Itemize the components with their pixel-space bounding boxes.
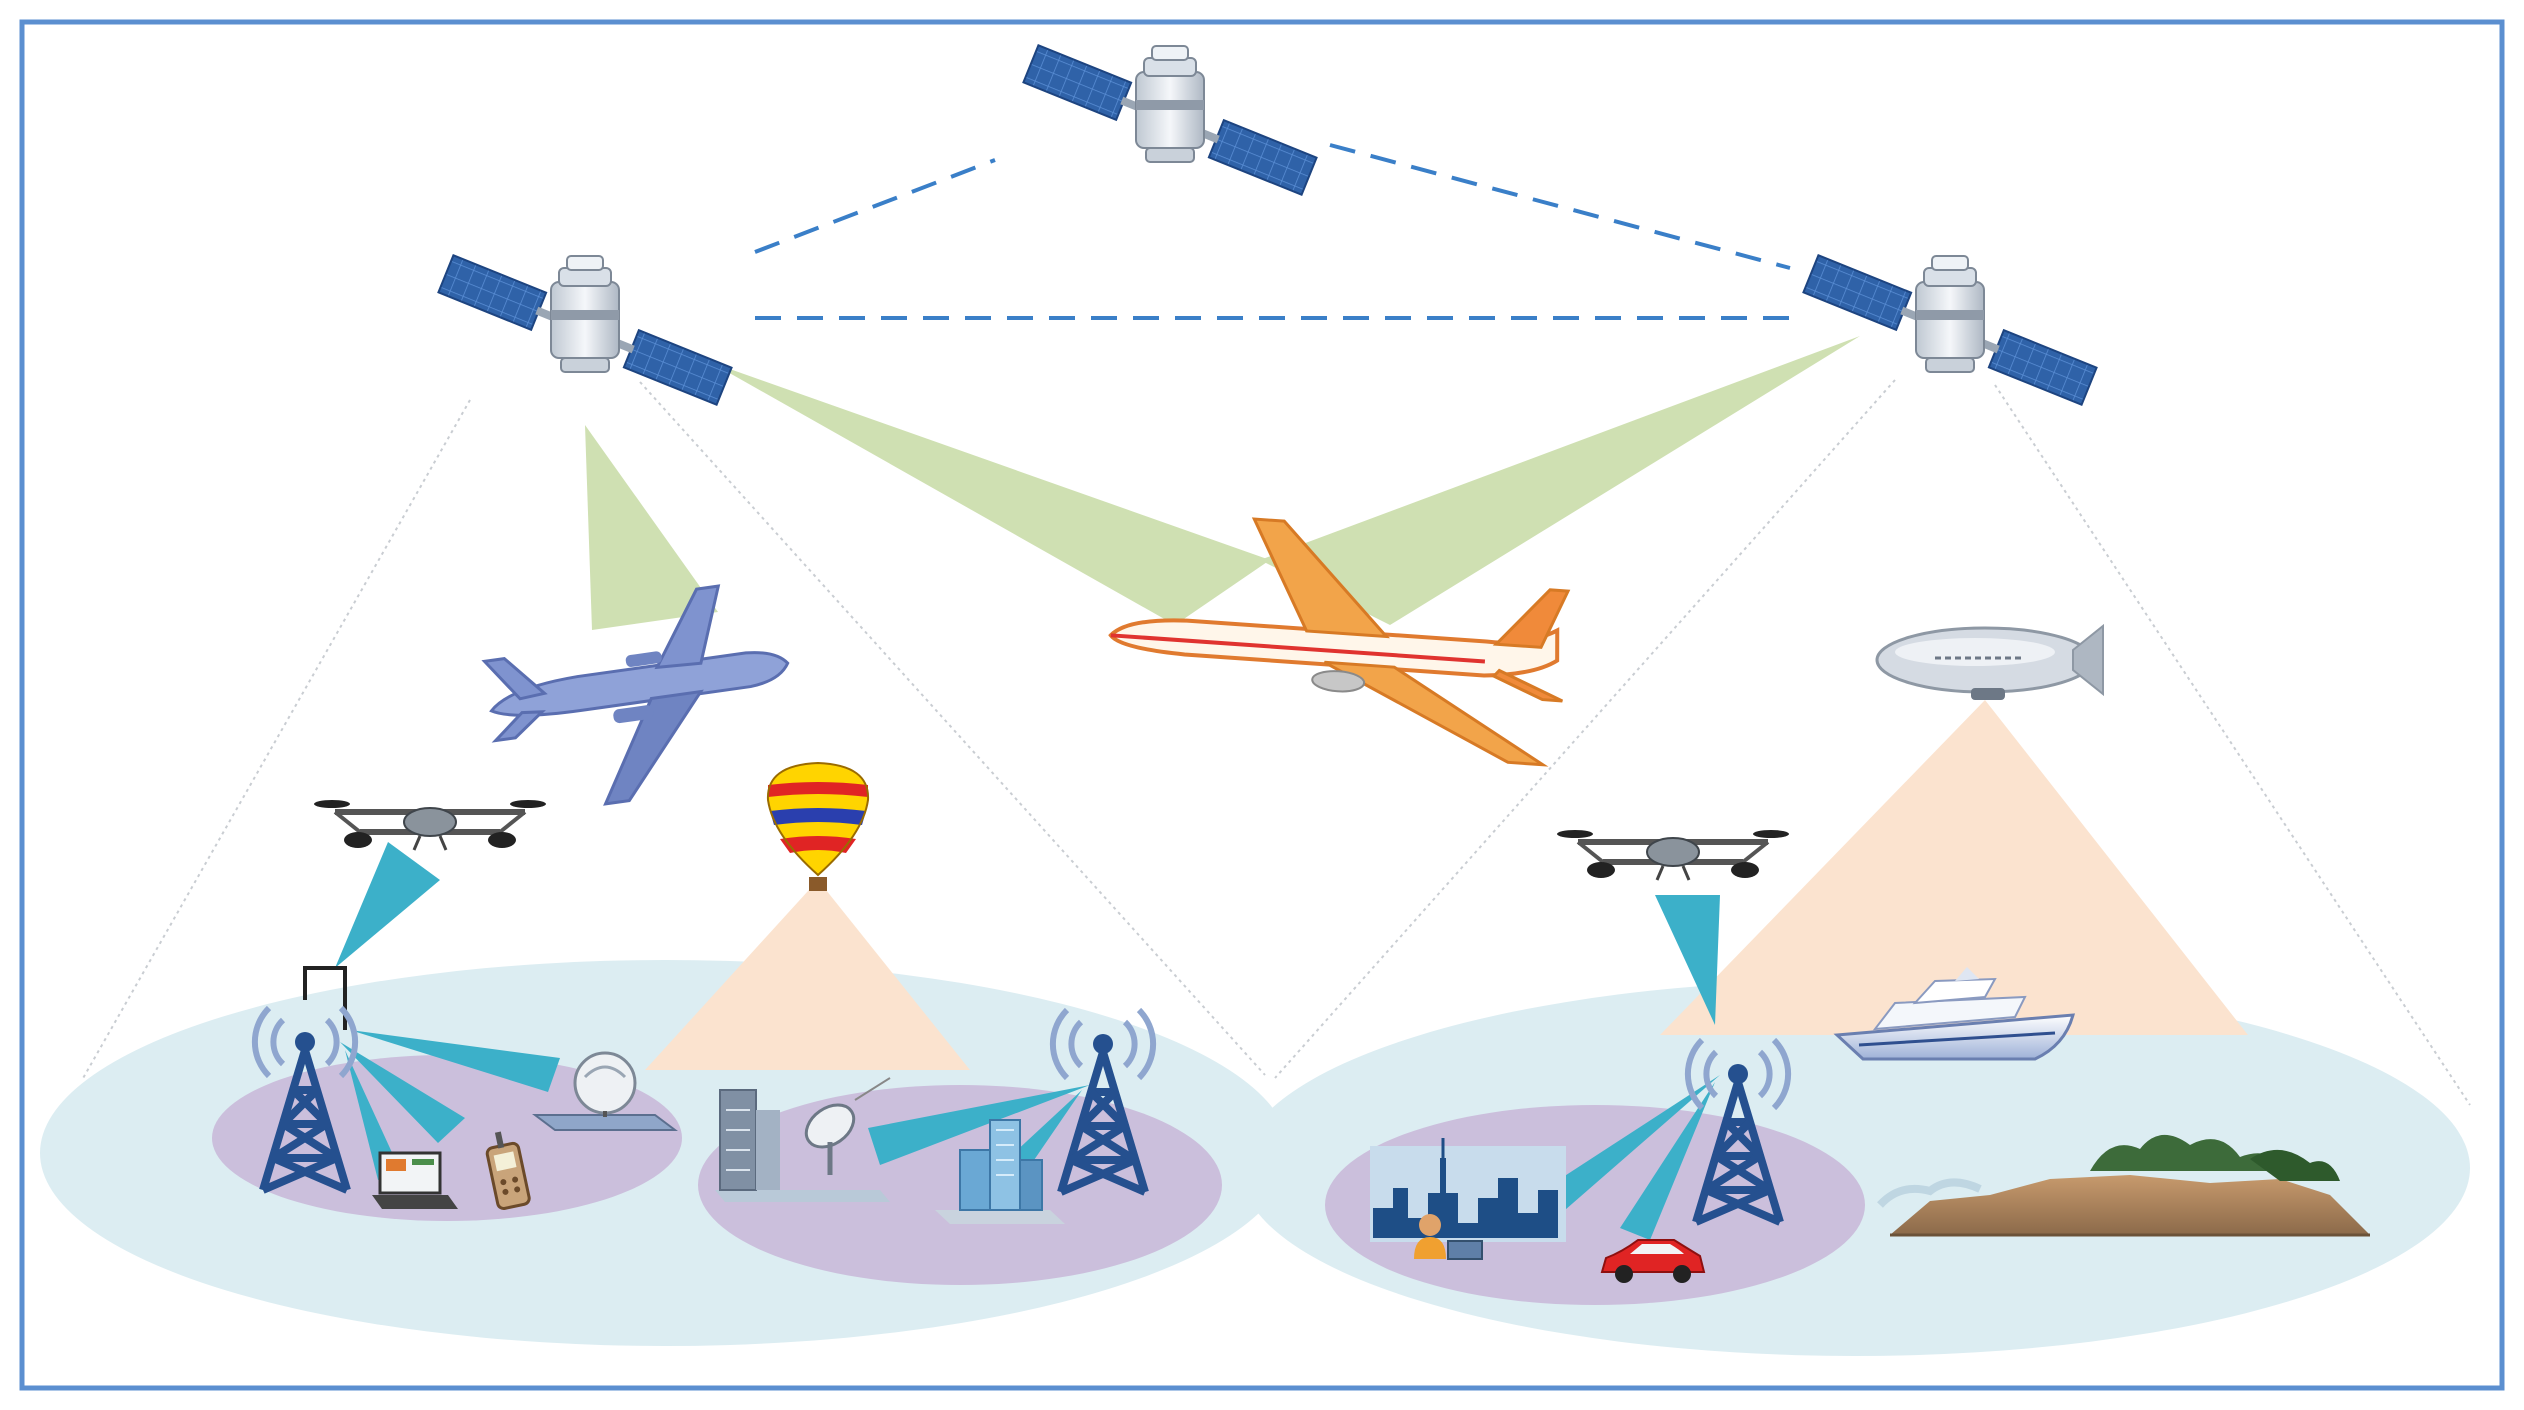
laptop-icon: [372, 1151, 458, 1209]
satellite-dish-icon: [532, 1051, 678, 1131]
buildings-icon: [935, 1119, 1065, 1224]
hot-air-balloon-icon: [766, 761, 870, 891]
satellite-footprint-lines: [81, 379, 2471, 1106]
tower-links: [340, 1030, 1720, 1240]
airship-icon: [1875, 623, 2104, 700]
antenna-mast: [303, 966, 347, 1030]
city-skyline-icon: [1370, 1138, 1566, 1242]
satellite-beam-to-airliner-left: [710, 362, 1270, 625]
balloon-beam: [645, 880, 970, 1070]
ship-icon: [1833, 967, 2075, 1061]
phone-icon: [485, 1131, 531, 1211]
user-icon: [1414, 1214, 1483, 1260]
island-icon: [1877, 1134, 2370, 1237]
inter-satellite-links: [754, 143, 1791, 320]
airliner-icon: [1108, 517, 1571, 767]
car-icon: [1600, 1239, 1706, 1283]
satellite-beam-to-airplane: [585, 425, 718, 630]
airplane-icon: [481, 584, 790, 806]
drone-beam-left: [335, 842, 440, 968]
satellite-beam-to-airliner-right: [1260, 336, 1860, 625]
airship-beam: [1660, 700, 2248, 1035]
ground-station-icon: [715, 1077, 891, 1202]
drone-beam-right: [1655, 895, 1720, 1025]
